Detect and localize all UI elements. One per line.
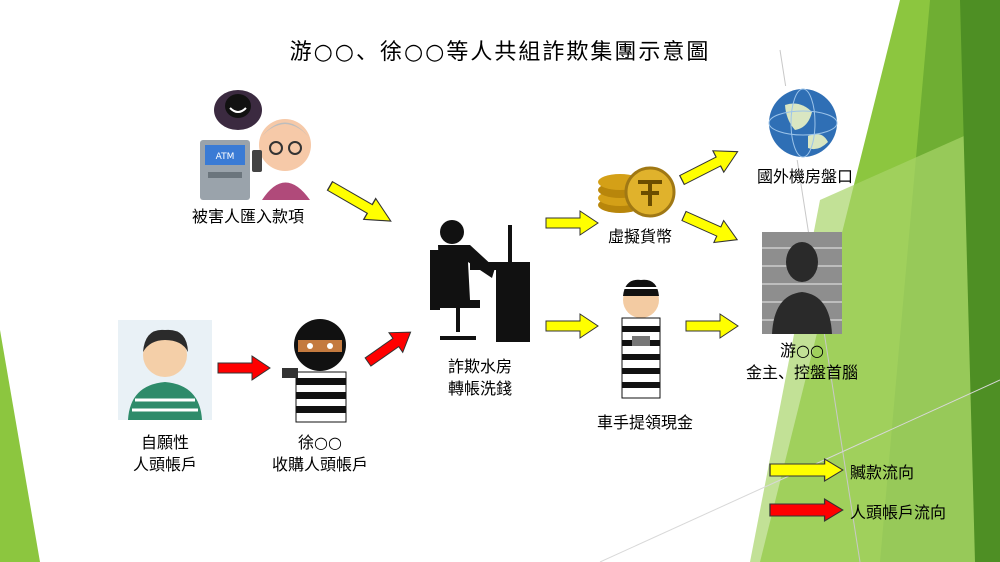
atm-label: ATM <box>216 152 235 162</box>
handcuffs-icon <box>632 336 650 346</box>
legend-arrow-account <box>769 497 844 523</box>
worker-body <box>438 245 495 300</box>
phone-icon <box>252 150 262 172</box>
robber-eye-left <box>307 343 313 349</box>
desk-cabinet <box>496 270 530 342</box>
bg-green-edge <box>960 0 1000 562</box>
grandma-face <box>259 119 311 171</box>
mule-stripe-3 <box>622 354 660 360</box>
scammer-grin <box>229 107 247 113</box>
robber-stripe-3 <box>296 406 346 413</box>
robber-illustration <box>282 319 347 423</box>
arrow-volunteer-to-xu <box>217 355 271 381</box>
label-volunteer-line1: 自願性 <box>140 433 189 452</box>
victim-illustration: ATM <box>200 90 311 200</box>
volunteer-face <box>143 333 187 377</box>
diagram-title: 游○○、徐○○等人共組詐欺集團示意圖 <box>289 40 711 65</box>
chair-back <box>430 250 440 310</box>
legend-stolen-flow: 贓款流向 <box>850 463 915 482</box>
grandma-body <box>262 182 310 200</box>
scam-office-illustration <box>418 200 536 348</box>
globe-longitude <box>790 88 816 158</box>
robber-stripe <box>296 378 346 385</box>
grandma-hair <box>259 122 311 140</box>
cash-mule-illustration <box>621 279 661 399</box>
globe-land-2 <box>808 134 828 150</box>
label-boss-line1: 游○○ <box>780 341 824 360</box>
arrow-office-to-cash <box>545 313 599 339</box>
mule-stripe-5 <box>622 382 660 388</box>
label-scam-line2: 轉帳洗錢 <box>447 379 512 398</box>
globe-latitude <box>768 110 838 136</box>
mule-stripe-4 <box>622 368 660 374</box>
label-cash-mule: 車手提領現金 <box>596 413 693 432</box>
silhouette-head <box>786 242 818 282</box>
robber-eye-right <box>327 343 333 349</box>
tether-symbol <box>638 180 662 206</box>
robber-stripe-2 <box>296 392 346 399</box>
atm-slot <box>208 172 242 178</box>
flow-arrows <box>217 140 844 523</box>
robber-eyes-band <box>298 340 342 352</box>
label-xu-line2: 收購人頭帳戶 <box>271 455 368 474</box>
chair-post <box>456 308 460 332</box>
bg-green-overlay <box>750 120 1000 562</box>
glasses-right <box>288 141 302 155</box>
label-crypto: 虛擬貨幣 <box>607 227 672 246</box>
desk-top <box>470 262 530 270</box>
mugshot-illustration <box>762 232 842 334</box>
bg-green-left <box>0 330 40 562</box>
arrow-victim-to-office <box>323 174 398 233</box>
silhouette-body <box>772 292 832 334</box>
label-xu: 徐○○ 收購人頭帳戶 <box>255 432 385 476</box>
atm-screen <box>205 145 245 165</box>
label-boss-line2: 金主、控盤首腦 <box>745 363 858 382</box>
arrow-cash-to-boss <box>685 313 739 339</box>
gun-icon <box>282 368 298 378</box>
mule-stripe <box>622 326 660 332</box>
label-xu-line1: 徐○○ <box>298 433 342 452</box>
legend-arrow-stolen <box>769 457 844 483</box>
legend-account-flow: 人頭帳戶流向 <box>850 503 947 522</box>
volunteer-illustration <box>118 320 212 420</box>
worker-head <box>440 220 464 244</box>
label-scam-office: 詐欺水房 轉帳洗錢 <box>425 356 535 400</box>
volunteer-hair <box>143 329 188 352</box>
chair-seat <box>440 300 480 308</box>
arrow-xu-to-office <box>360 321 418 373</box>
scammer-head <box>225 94 251 118</box>
monitor-icon <box>508 225 512 262</box>
label-overseas: 國外機房盤口 <box>756 167 853 186</box>
label-volunteer: 自願性 人頭帳戶 <box>110 432 220 476</box>
label-victim: 被害人匯入款項 <box>191 207 304 226</box>
label-volunteer-line2: 人頭帳戶 <box>132 455 197 474</box>
glasses-left <box>269 141 283 155</box>
globe-illustration <box>766 86 840 160</box>
crypto-illustration <box>598 166 676 218</box>
label-scam-line1: 詐欺水房 <box>447 357 512 376</box>
label-boss: 游○○ 金主、控盤首腦 <box>732 340 872 384</box>
arrow-crypto-to-overseas <box>675 140 744 192</box>
